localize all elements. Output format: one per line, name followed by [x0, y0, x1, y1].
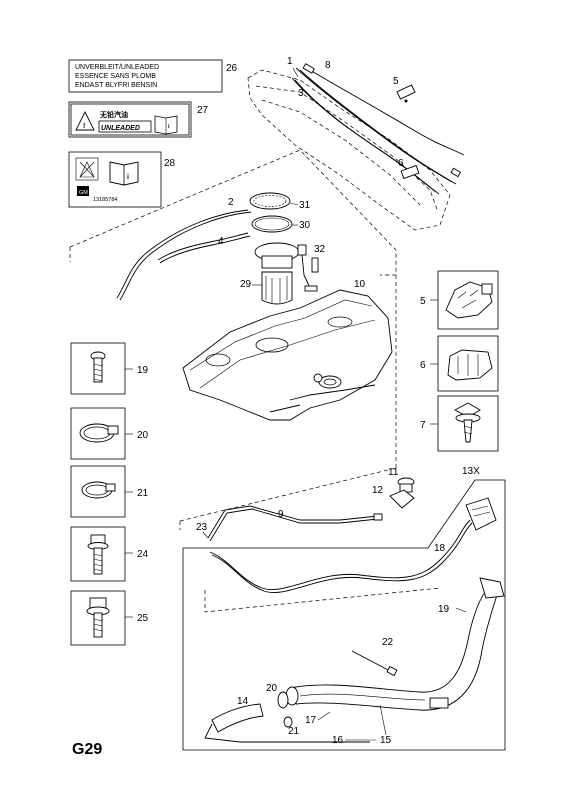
pipe-clip-icon	[445, 281, 493, 319]
flange-bolt-icon	[86, 597, 110, 638]
callout-16: 16	[332, 735, 344, 746]
callout-23: 23	[196, 522, 208, 533]
callout-5-top: 5	[393, 76, 399, 87]
fuel-level-sender-32	[297, 244, 319, 292]
callout-21-box: 21	[137, 488, 149, 499]
clip-screw-icon	[454, 402, 481, 443]
info-label: i GM 13185784	[68, 151, 162, 208]
unleaded-english: UNLEADED	[101, 125, 140, 132]
callout-1: 1	[287, 56, 293, 67]
pipe-clip-6-small	[400, 164, 420, 180]
warning-label: UNVERBLEIT/UNLEADED ESSENCE SANS PLOMB E…	[68, 59, 223, 93]
flange-bolt-icon	[87, 534, 109, 575]
hose-clamp-icon	[79, 423, 119, 443]
recycle-symbol-icon	[75, 157, 99, 181]
callout-27: 27	[197, 105, 209, 116]
callout-21: 21	[288, 726, 300, 737]
callout-20-box: 20	[137, 430, 149, 441]
callout-13x: 13X	[462, 466, 480, 477]
callout-30: 30	[299, 220, 311, 231]
seal-ring-30	[251, 215, 293, 233]
svg-text:GM: GM	[79, 190, 88, 196]
gm-logo-icon	[77, 186, 89, 196]
part-box-24	[70, 526, 126, 582]
callout-28: 28	[164, 158, 176, 169]
callout-19: 19	[438, 604, 450, 615]
screw-icon	[90, 351, 106, 383]
hose-14	[204, 703, 370, 743]
fuel-pipe-2	[116, 209, 252, 301]
callout-24-box: 24	[137, 549, 149, 560]
fuel-tank-10	[182, 289, 393, 421]
unleaded-label: ! 无铅汽油 UNLEADED i	[68, 101, 192, 138]
callout-26: 26	[226, 63, 238, 74]
callout-18: 18	[434, 543, 446, 554]
callout-7-box: 7	[420, 420, 426, 431]
part-box-25	[70, 590, 126, 646]
callout-9: 9	[278, 509, 284, 520]
hose-clamp-icon	[81, 481, 116, 499]
warning-triangle-icon	[75, 110, 95, 131]
callout-8: 8	[325, 60, 331, 71]
warning-line-1: UNVERBLEIT/UNLEADED	[75, 64, 159, 71]
callout-25-box: 25	[137, 613, 149, 624]
callout-10: 10	[354, 279, 366, 290]
info-part-code: 13185784	[93, 197, 117, 203]
callout-20: 20	[266, 683, 278, 694]
warning-line-3: ENDAST BLYFRI BENSIN	[75, 82, 157, 89]
fuel-line-1	[295, 67, 457, 185]
fuel-line-3	[291, 77, 440, 195]
callout-4: 4	[218, 236, 224, 247]
callout-5-box: 5	[420, 296, 426, 307]
callout-2: 2	[228, 197, 234, 208]
part-box-20	[70, 407, 126, 460]
valve-11	[397, 477, 415, 493]
fuel-pump-module-29	[254, 242, 300, 305]
callout-12: 12	[372, 485, 384, 496]
part-box-7	[437, 395, 499, 452]
svg-text:!: !	[83, 123, 85, 130]
svg-text:i: i	[127, 174, 129, 181]
callout-11: 11	[388, 467, 399, 478]
pipe-clip-5-small	[396, 84, 416, 103]
callout-31: 31	[299, 200, 311, 211]
callout-29: 29	[240, 279, 252, 290]
warning-line-2: ESSENCE SANS PLOMB	[75, 73, 156, 80]
fuel-line-8	[302, 63, 465, 178]
cable-tie-22	[351, 650, 398, 677]
clamp-21	[283, 716, 293, 728]
clamp-20	[277, 691, 289, 709]
part-box-6	[437, 335, 499, 392]
callout-19-box: 19	[137, 365, 149, 376]
part-box-19	[70, 342, 126, 395]
svg-text:i: i	[168, 124, 170, 130]
fuel-pipe-4	[157, 232, 251, 264]
manual-book-icon: i	[109, 161, 139, 186]
callout-6-top: 6	[398, 158, 404, 169]
callout-15: 15	[380, 735, 392, 746]
filler-neck-19	[285, 577, 505, 711]
part-box-5	[437, 270, 499, 330]
callout-3: 3	[298, 88, 304, 99]
callout-17: 17	[305, 715, 317, 726]
seal-12	[389, 489, 415, 509]
pipe-clip-icon	[447, 349, 493, 381]
manual-book-icon: i	[154, 115, 178, 135]
callout-6-box: 6	[420, 360, 426, 371]
heat-shield-assembly	[247, 69, 451, 231]
unleaded-chinese: 无铅汽油	[99, 110, 128, 119]
vent-pipe-18	[209, 497, 497, 593]
part-box-21	[70, 465, 126, 518]
callout-22: 22	[382, 637, 394, 648]
callout-14: 14	[237, 696, 249, 707]
callout-32: 32	[314, 244, 326, 255]
page-code: G29	[72, 741, 102, 758]
fuel-pipe-9	[207, 505, 383, 542]
